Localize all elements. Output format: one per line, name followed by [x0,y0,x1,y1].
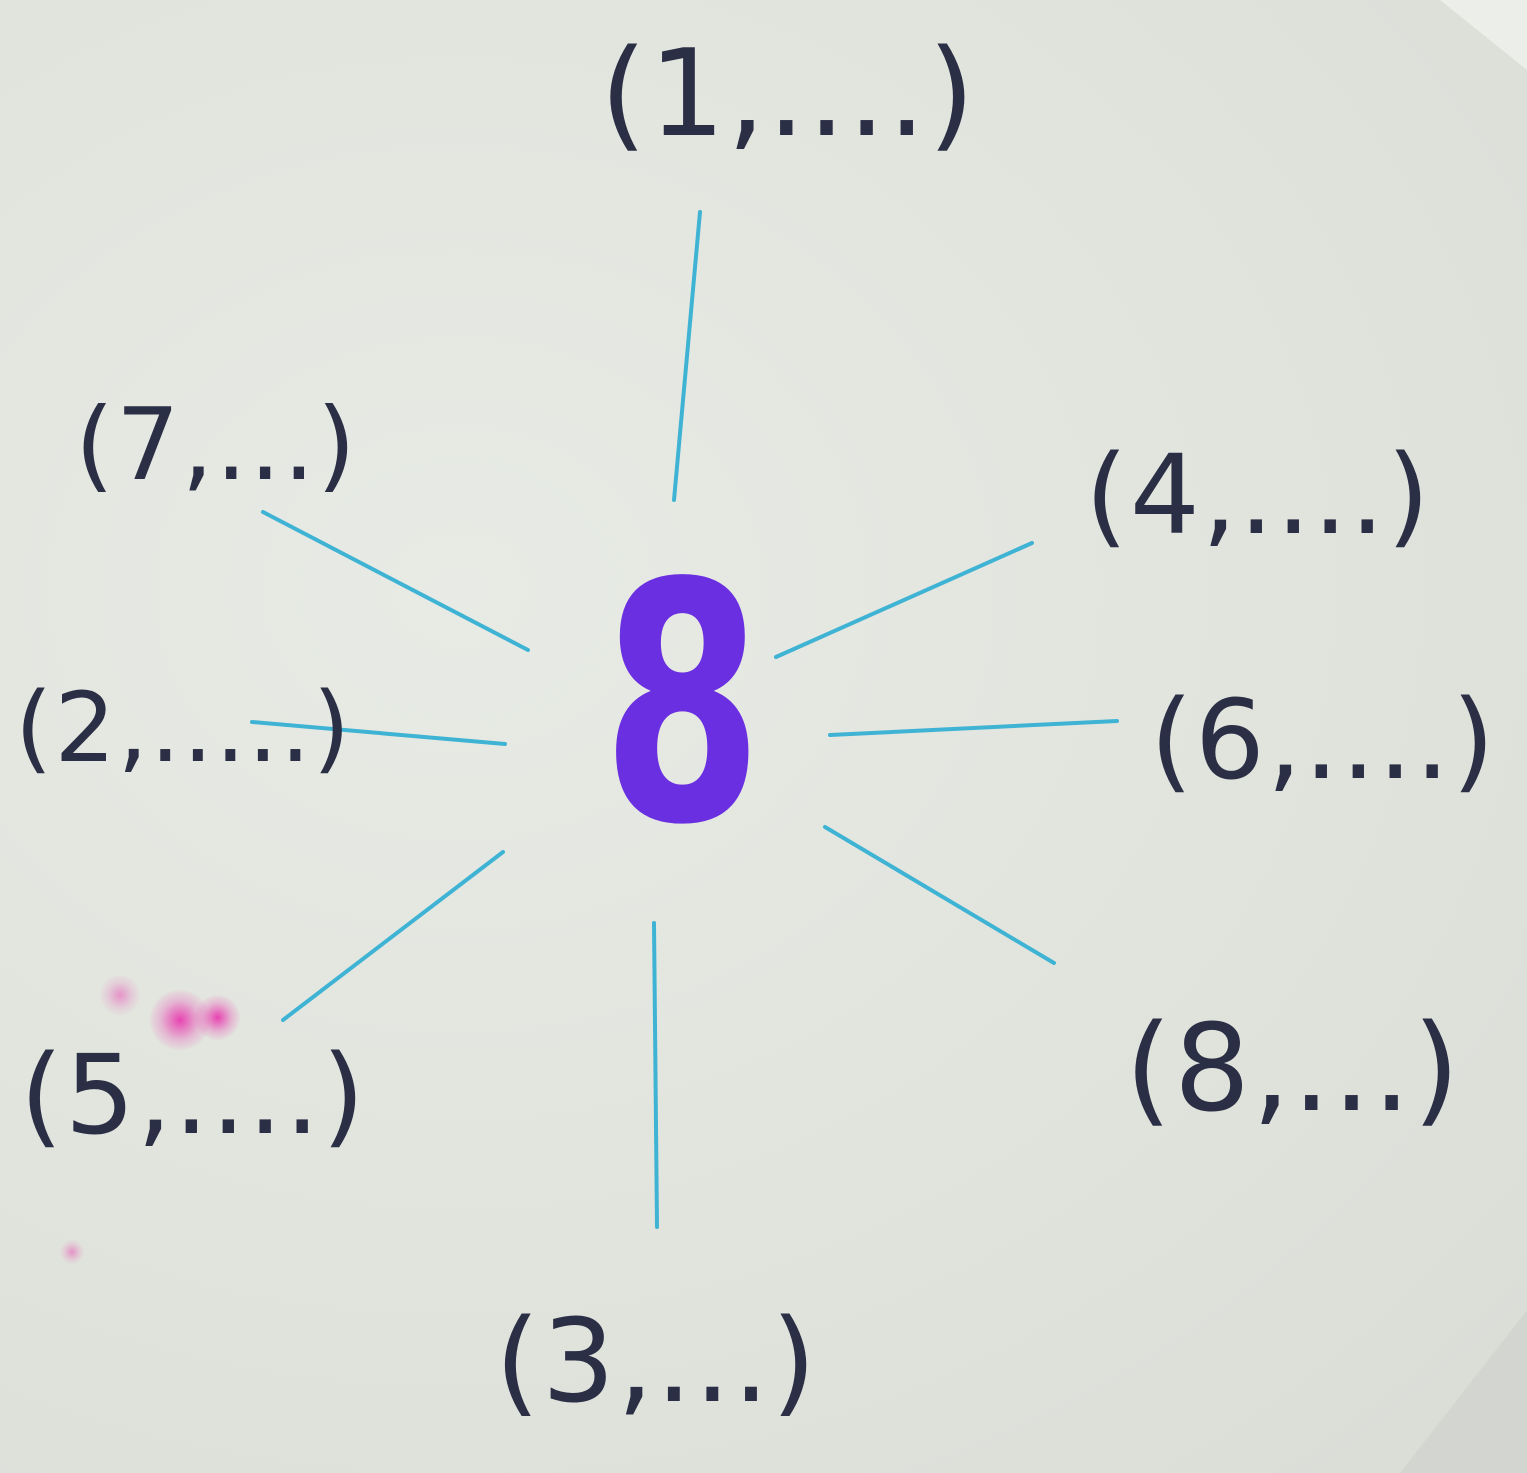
spoke-to-6 [828,719,1119,737]
pink-ink-smudge [60,1240,84,1264]
label-3: (3,...) [495,1295,819,1429]
label-8: (8,...) [1125,1000,1462,1139]
pink-ink-smudge [100,975,140,1015]
center-number: 8 [602,513,763,897]
label-2: (2,.....) [15,672,353,784]
spoke-to-5 [281,850,505,1022]
label-5: (5,....) [20,1031,367,1159]
label-4: (4,....) [1085,431,1432,559]
label-1: (1,....) [600,25,977,164]
spoke-to-7 [261,510,530,652]
spoke-to-2 [250,720,507,746]
spoke-to-8 [823,825,1056,965]
label-6: (6,....) [1150,676,1497,804]
spoke-to-1 [672,210,702,502]
spoke-to-3 [652,921,659,1229]
pink-ink-smudge [195,995,240,1040]
label-7: (7,...) [75,386,358,503]
spoke-to-4 [774,541,1034,659]
